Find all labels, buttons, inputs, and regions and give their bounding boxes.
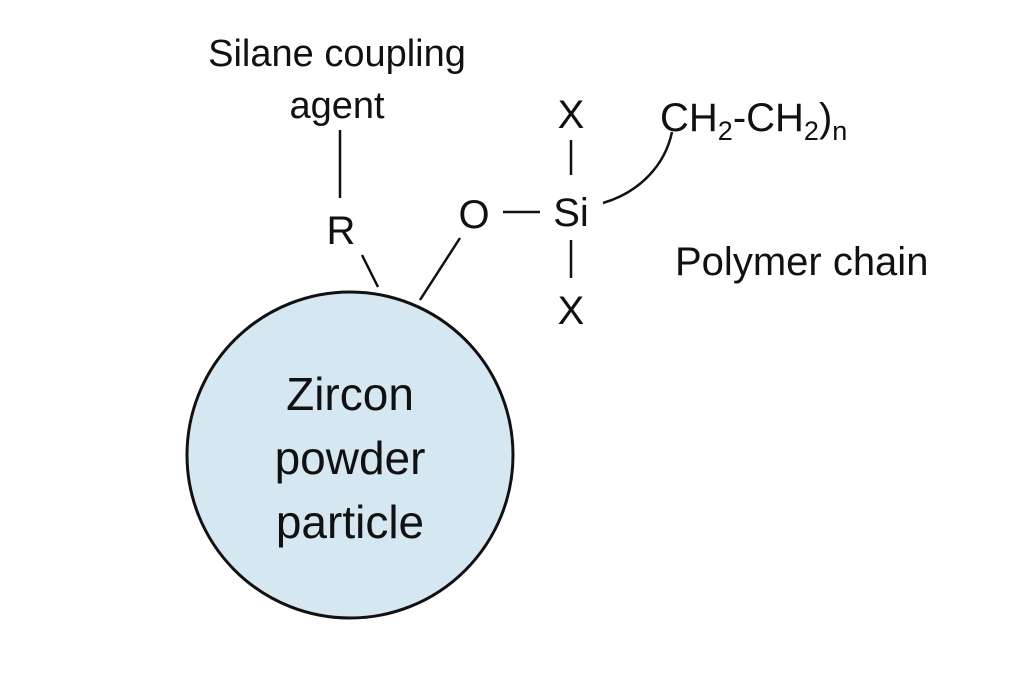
coupling-agent-label-line2: agent <box>289 85 385 127</box>
r-particle-bond <box>360 254 380 288</box>
repeat-close-paren: ) <box>819 96 832 140</box>
particle-label-line1: Zircon <box>286 368 414 420</box>
silicon-atom: Si <box>553 191 589 235</box>
repeat-sub-n: n <box>832 116 847 146</box>
zircon-particle <box>185 290 515 620</box>
particle-label-line3: particle <box>276 496 424 548</box>
x-group-top: X <box>558 93 585 137</box>
polymer-repeat-unit: CH2-CH2)n <box>660 96 847 146</box>
si-polymer-bond <box>602 131 674 205</box>
repeat-ch-a: CH <box>660 96 718 140</box>
coupling-agent-label-line1: Silane coupling <box>208 33 466 75</box>
repeat-dash: - <box>733 96 746 140</box>
r-group-label: R <box>327 209 356 253</box>
repeat-sub-b: 2 <box>804 116 819 146</box>
repeat-ch-b: CH <box>746 96 804 140</box>
particle-label-line2: powder <box>275 432 426 484</box>
oxygen-atom: O <box>458 193 489 237</box>
particle-oxygen-bond <box>418 237 462 301</box>
repeat-sub-a: 2 <box>718 116 733 146</box>
polymer-chain-label: Polymer chain <box>675 240 928 284</box>
x-group-bottom: X <box>558 289 585 333</box>
